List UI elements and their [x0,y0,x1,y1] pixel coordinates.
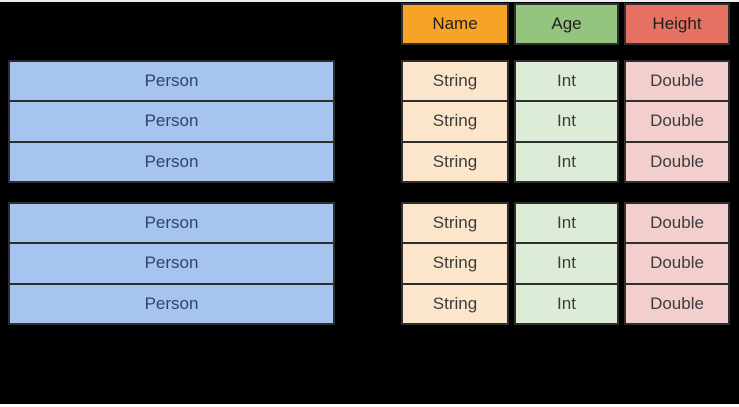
person-row: Person [10,62,333,101]
person-row: Person [10,102,333,141]
row-table-group-1: Person Person Person [8,60,335,183]
person-row: Person [10,142,333,181]
column-table-group-1: String String String Int Int Int Double … [401,60,730,183]
cell-name-string: String [403,284,507,323]
cell-height-double: Double [626,102,728,141]
person-row: Person [10,244,333,283]
height-column-group-2: Double Double Double [624,202,730,325]
height-column-group-1: Double Double Double [624,60,730,183]
cell-age-int: Int [516,284,617,323]
cell-height-double: Double [626,204,728,243]
person-row: Person [10,204,333,243]
cell-height-double: Double [626,244,728,283]
column-header-row: Name Age Height [401,3,730,45]
row-table-group-2: Person Person Person [8,202,335,325]
person-row: Person [10,284,333,323]
cell-age-int: Int [516,244,617,283]
column-header-name: Name [403,5,507,43]
column-table-group-2: String String String Int Int Int Double … [401,202,730,325]
age-column-group-2: Int Int Int [514,202,619,325]
name-column-group-2: String String String [401,202,509,325]
cell-age-int: Int [516,142,617,181]
cell-height-double: Double [626,142,728,181]
cell-name-string: String [403,244,507,283]
cell-age-int: Int [516,204,617,243]
column-header-height: Height [626,5,728,43]
age-column-header-box: Age [514,3,619,45]
column-header-age: Age [516,5,617,43]
cell-height-double: Double [626,62,728,101]
cell-name-string: String [403,204,507,243]
cell-age-int: Int [516,62,617,101]
height-column-header-box: Height [624,3,730,45]
top-edge-strip [0,0,739,2]
bottom-edge-strip [0,404,739,407]
cell-height-double: Double [626,284,728,323]
cell-age-int: Int [516,102,617,141]
name-column-header-box: Name [401,3,509,45]
name-column-group-1: String String String [401,60,509,183]
cell-name-string: String [403,142,507,181]
cell-name-string: String [403,62,507,101]
age-column-group-1: Int Int Int [514,60,619,183]
cell-name-string: String [403,102,507,141]
